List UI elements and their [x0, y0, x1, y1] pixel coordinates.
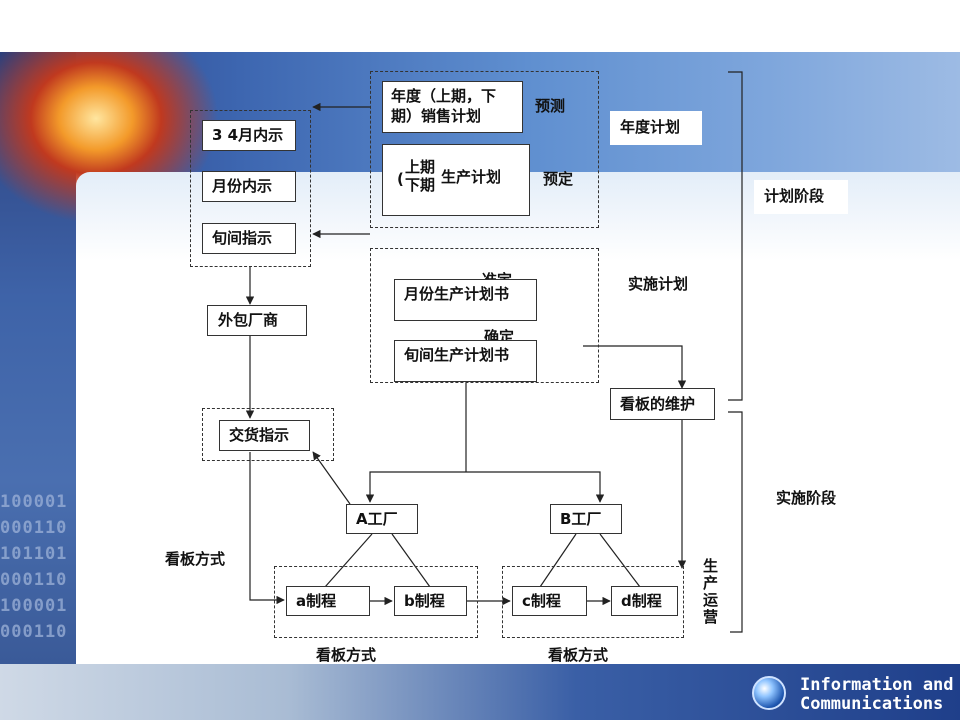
arrow-to-a-factory	[365, 471, 466, 503]
arrow-to-b-factory	[466, 471, 605, 503]
march-april-instruction-label: 3 4月内示	[212, 126, 284, 144]
kanban-maintenance-box: 看板的维护	[610, 388, 715, 420]
implementation-plan-label: 实施计划	[618, 268, 712, 302]
tentative-label: 预定	[543, 170, 574, 188]
process-a-box: a制程	[286, 586, 370, 616]
production-first-half-label: 上期	[405, 158, 436, 176]
binary-text: 000110	[0, 570, 68, 590]
forecast-label: 预测	[535, 97, 566, 115]
delivery-group	[202, 408, 334, 461]
process-group-a	[274, 566, 478, 638]
march-april-instruction-box: 3 4月内示	[202, 120, 296, 151]
process-c-label: c制程	[522, 592, 561, 610]
kanban-method-label-a: 看板方式	[316, 646, 377, 664]
subcontractor-box: 外包厂商	[207, 305, 307, 336]
production-plan-label: 生产计划	[441, 168, 502, 186]
bracket-execution-stage	[728, 411, 743, 633]
annual-sales-plan-label: 年度（上期，下期）销售计划	[391, 87, 497, 125]
implementation-plan-group	[370, 248, 599, 383]
process-b-label: b制程	[404, 592, 445, 610]
production-plan-box: 上期 ( 下期 生产计划	[382, 144, 530, 216]
globe-logo-icon	[752, 676, 786, 710]
line-b-to-c-process	[539, 533, 577, 588]
execution-stage-label: 实施阶段	[766, 482, 862, 516]
factory-b-label: B工厂	[560, 510, 602, 528]
content-panel	[76, 172, 960, 666]
dekad-instruction-label: 旬间指示	[212, 229, 273, 247]
dekad-instruction-box: 旬间指示	[202, 223, 296, 254]
process-d-label: d制程	[621, 592, 662, 610]
factory-a-label: A工厂	[356, 510, 398, 528]
process-group-b	[502, 566, 684, 638]
annual-sales-plan-box: 年度（上期，下期）销售计划	[382, 81, 523, 133]
monthly-production-plan-box: 月份生产计划书	[394, 279, 537, 321]
annual-plan-label: 年度计划	[610, 111, 702, 145]
production-second-half-label: 下期	[405, 176, 436, 194]
binary-text: 100001	[0, 492, 68, 512]
planning-stage-label: 计划阶段	[754, 180, 848, 214]
kanban-method-label-b: 看板方式	[548, 646, 609, 664]
line-b-to-d-process	[599, 533, 641, 588]
arrow-to-kanban-maintenance	[583, 345, 687, 389]
monthly-instruction-label: 月份内示	[212, 177, 273, 195]
monthly-production-plan-label: 月份生产计划书	[404, 285, 510, 303]
subcontractor-label: 外包厂商	[218, 311, 279, 329]
footer-banner	[0, 664, 960, 720]
line-a-to-b-process	[391, 533, 431, 588]
process-b-box: b制程	[394, 586, 467, 616]
process-a-label: a制程	[296, 592, 337, 610]
line-a-to-a-process	[324, 533, 373, 588]
delivery-instruction-label: 交货指示	[229, 426, 290, 444]
monthly-instruction-box: 月份内示	[202, 171, 296, 202]
binary-text: 100001	[0, 596, 68, 616]
production-operation-label: 生产运营	[694, 556, 730, 636]
arrow-delivery-to-a-process	[249, 452, 285, 605]
footer-title: Information and Communications	[800, 676, 954, 714]
production-bracket-mark: (	[397, 170, 404, 188]
binary-text: 000110	[0, 622, 68, 642]
process-c-box: c制程	[512, 586, 587, 616]
bracket-planning-stage	[728, 71, 743, 401]
kanban-maintenance-label: 看板的维护	[620, 395, 696, 413]
binary-text: 101101	[0, 544, 68, 564]
factory-b-box: B工厂	[550, 504, 622, 534]
footer-title-line2: Communications	[800, 694, 944, 714]
annual-plan-group	[370, 71, 599, 228]
footer-title-line1: Information and	[800, 675, 954, 695]
process-d-box: d制程	[611, 586, 678, 616]
factory-a-box: A工厂	[346, 504, 418, 534]
delivery-instruction-box: 交货指示	[219, 420, 310, 451]
kanban-method-label-left: 看板方式	[165, 550, 226, 568]
binary-text: 000110	[0, 518, 68, 538]
dekad-production-plan-label: 旬间生产计划书	[404, 346, 510, 364]
dekad-production-plan-box: 旬间生产计划书	[394, 340, 537, 382]
instruction-group	[190, 110, 311, 267]
